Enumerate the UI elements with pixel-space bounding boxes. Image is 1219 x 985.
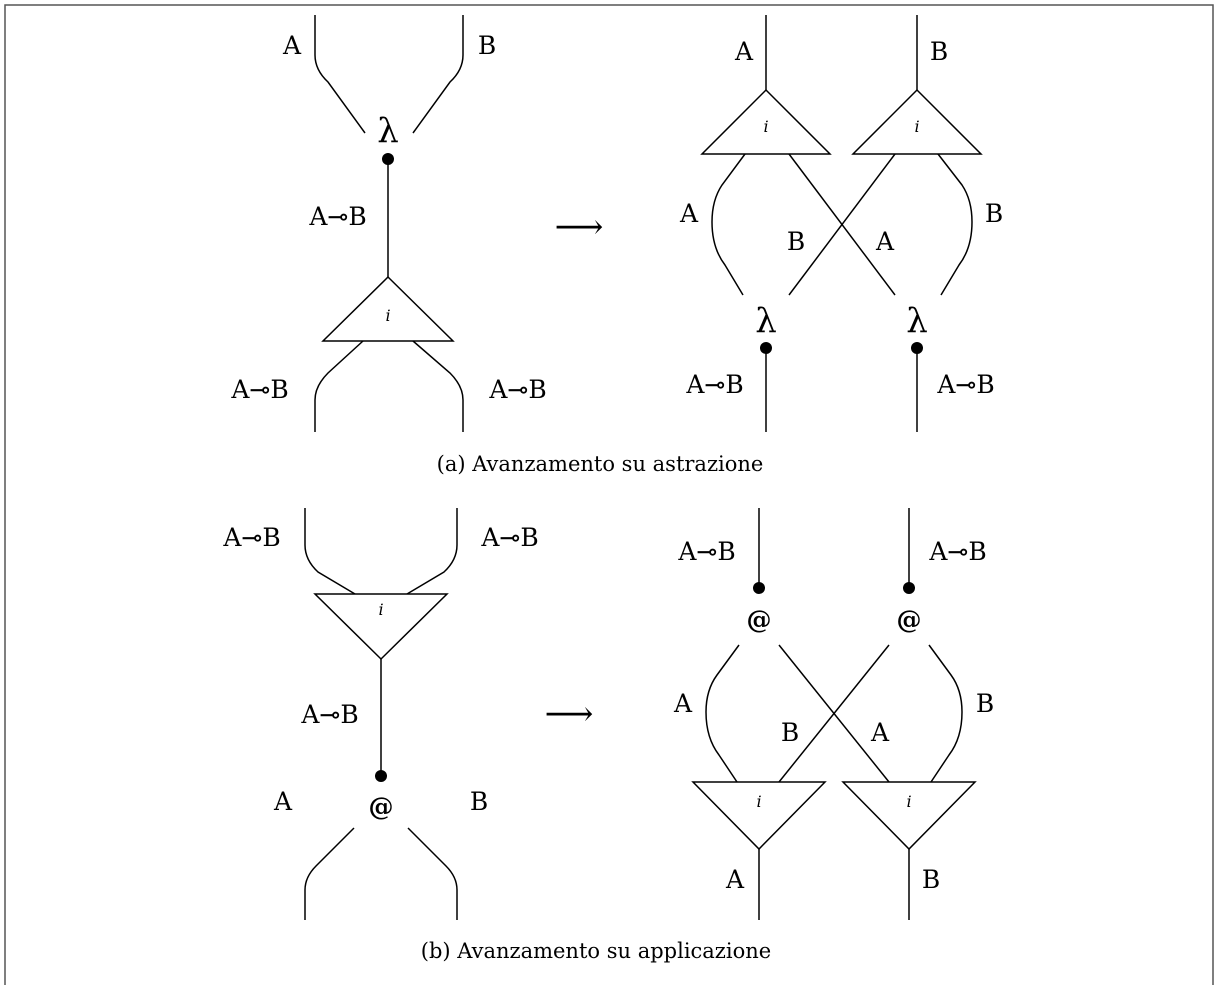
duplicator-node — [841, 781, 977, 851]
wire — [778, 644, 890, 783]
lambda-node: λ — [906, 301, 928, 341]
wire — [711, 153, 746, 296]
wire — [928, 644, 963, 783]
duplicator-node — [321, 275, 455, 342]
wire-label-b: B — [470, 787, 488, 816]
node-index: i — [378, 600, 383, 619]
wire-label-lolli: A⊸B — [480, 523, 538, 552]
duplicator-node — [691, 781, 827, 851]
wire — [412, 340, 464, 432]
wire-label-b: B — [781, 718, 799, 747]
wire — [304, 827, 355, 920]
wire-label-lolli: A⊸B — [222, 523, 280, 552]
wire-label-a: A — [679, 199, 699, 228]
panel-a-lhs: A B λ A⊸B i A⊸B A⊸B — [230, 15, 547, 432]
panel-a-rhs: A B i i A B B A λ λ A⊸B A⊸B — [679, 15, 1003, 432]
wire — [314, 15, 366, 134]
panel-b-lhs: A⊸B A⊸B i A⊸B @ A B — [222, 508, 539, 920]
caption-b: (b) Avanzamento su applicazione — [421, 939, 771, 963]
wire-label-lolli: A⊸B — [685, 370, 743, 399]
node-index: i — [385, 306, 390, 325]
wire-label-lolli: A⊸B — [230, 375, 288, 404]
wire-label-b: B — [478, 31, 496, 60]
wire-label-lolli: A⊸B — [677, 537, 735, 566]
reduction-arrow: ⟶ — [545, 694, 594, 734]
figure-frame — [4, 4, 1214, 985]
wire-label-lolli: A⊸B — [308, 202, 366, 231]
wire-label-lolli: A⊸B — [936, 370, 994, 399]
caption-a: (a) Avanzamento su astrazione — [437, 452, 764, 476]
application-node: @ — [747, 605, 772, 634]
wire-label-a: A — [282, 31, 302, 60]
wire — [788, 153, 896, 296]
wire-label-lolli: A⊸B — [488, 375, 546, 404]
wire — [412, 15, 464, 134]
principal-port-dot — [375, 770, 387, 782]
wire-label-b: B — [976, 689, 994, 718]
wire-label-a: A — [734, 37, 754, 66]
wire-label-a: A — [273, 787, 293, 816]
wire-label-a: A — [673, 689, 693, 718]
wire-label-a: A — [875, 227, 895, 256]
node-index: i — [906, 792, 911, 811]
principal-port-dot — [903, 582, 915, 594]
wire — [937, 153, 973, 296]
wire-label-a: A — [725, 865, 745, 894]
wire-label-lolli: A⊸B — [300, 700, 358, 729]
lambda-node: λ — [377, 111, 399, 151]
node-index: i — [914, 117, 919, 136]
lambda-node: λ — [755, 301, 777, 341]
wire-label-lolli: A⊸B — [928, 537, 986, 566]
wire — [407, 827, 458, 920]
node-index: i — [763, 117, 768, 136]
duplicator-node — [700, 88, 832, 155]
panel-b-rhs: A⊸B A⊸B @ @ A B B A i i A B — [673, 508, 994, 920]
wire-label-a: A — [870, 718, 890, 747]
wire-label-b: B — [985, 199, 1003, 228]
wire — [304, 508, 356, 595]
reduction-arrow: ⟶ — [555, 207, 604, 247]
application-node: @ — [369, 792, 394, 821]
wire — [705, 644, 740, 783]
duplicator-node — [851, 88, 983, 155]
wire-label-b: B — [787, 227, 805, 256]
wire-label-b: B — [930, 37, 948, 66]
application-node: @ — [897, 605, 922, 634]
node-index: i — [756, 792, 761, 811]
principal-port-dot — [753, 582, 765, 594]
wire — [314, 340, 364, 432]
wire — [406, 508, 458, 595]
wire-label-b: B — [922, 865, 940, 894]
duplicator-node — [313, 593, 449, 661]
